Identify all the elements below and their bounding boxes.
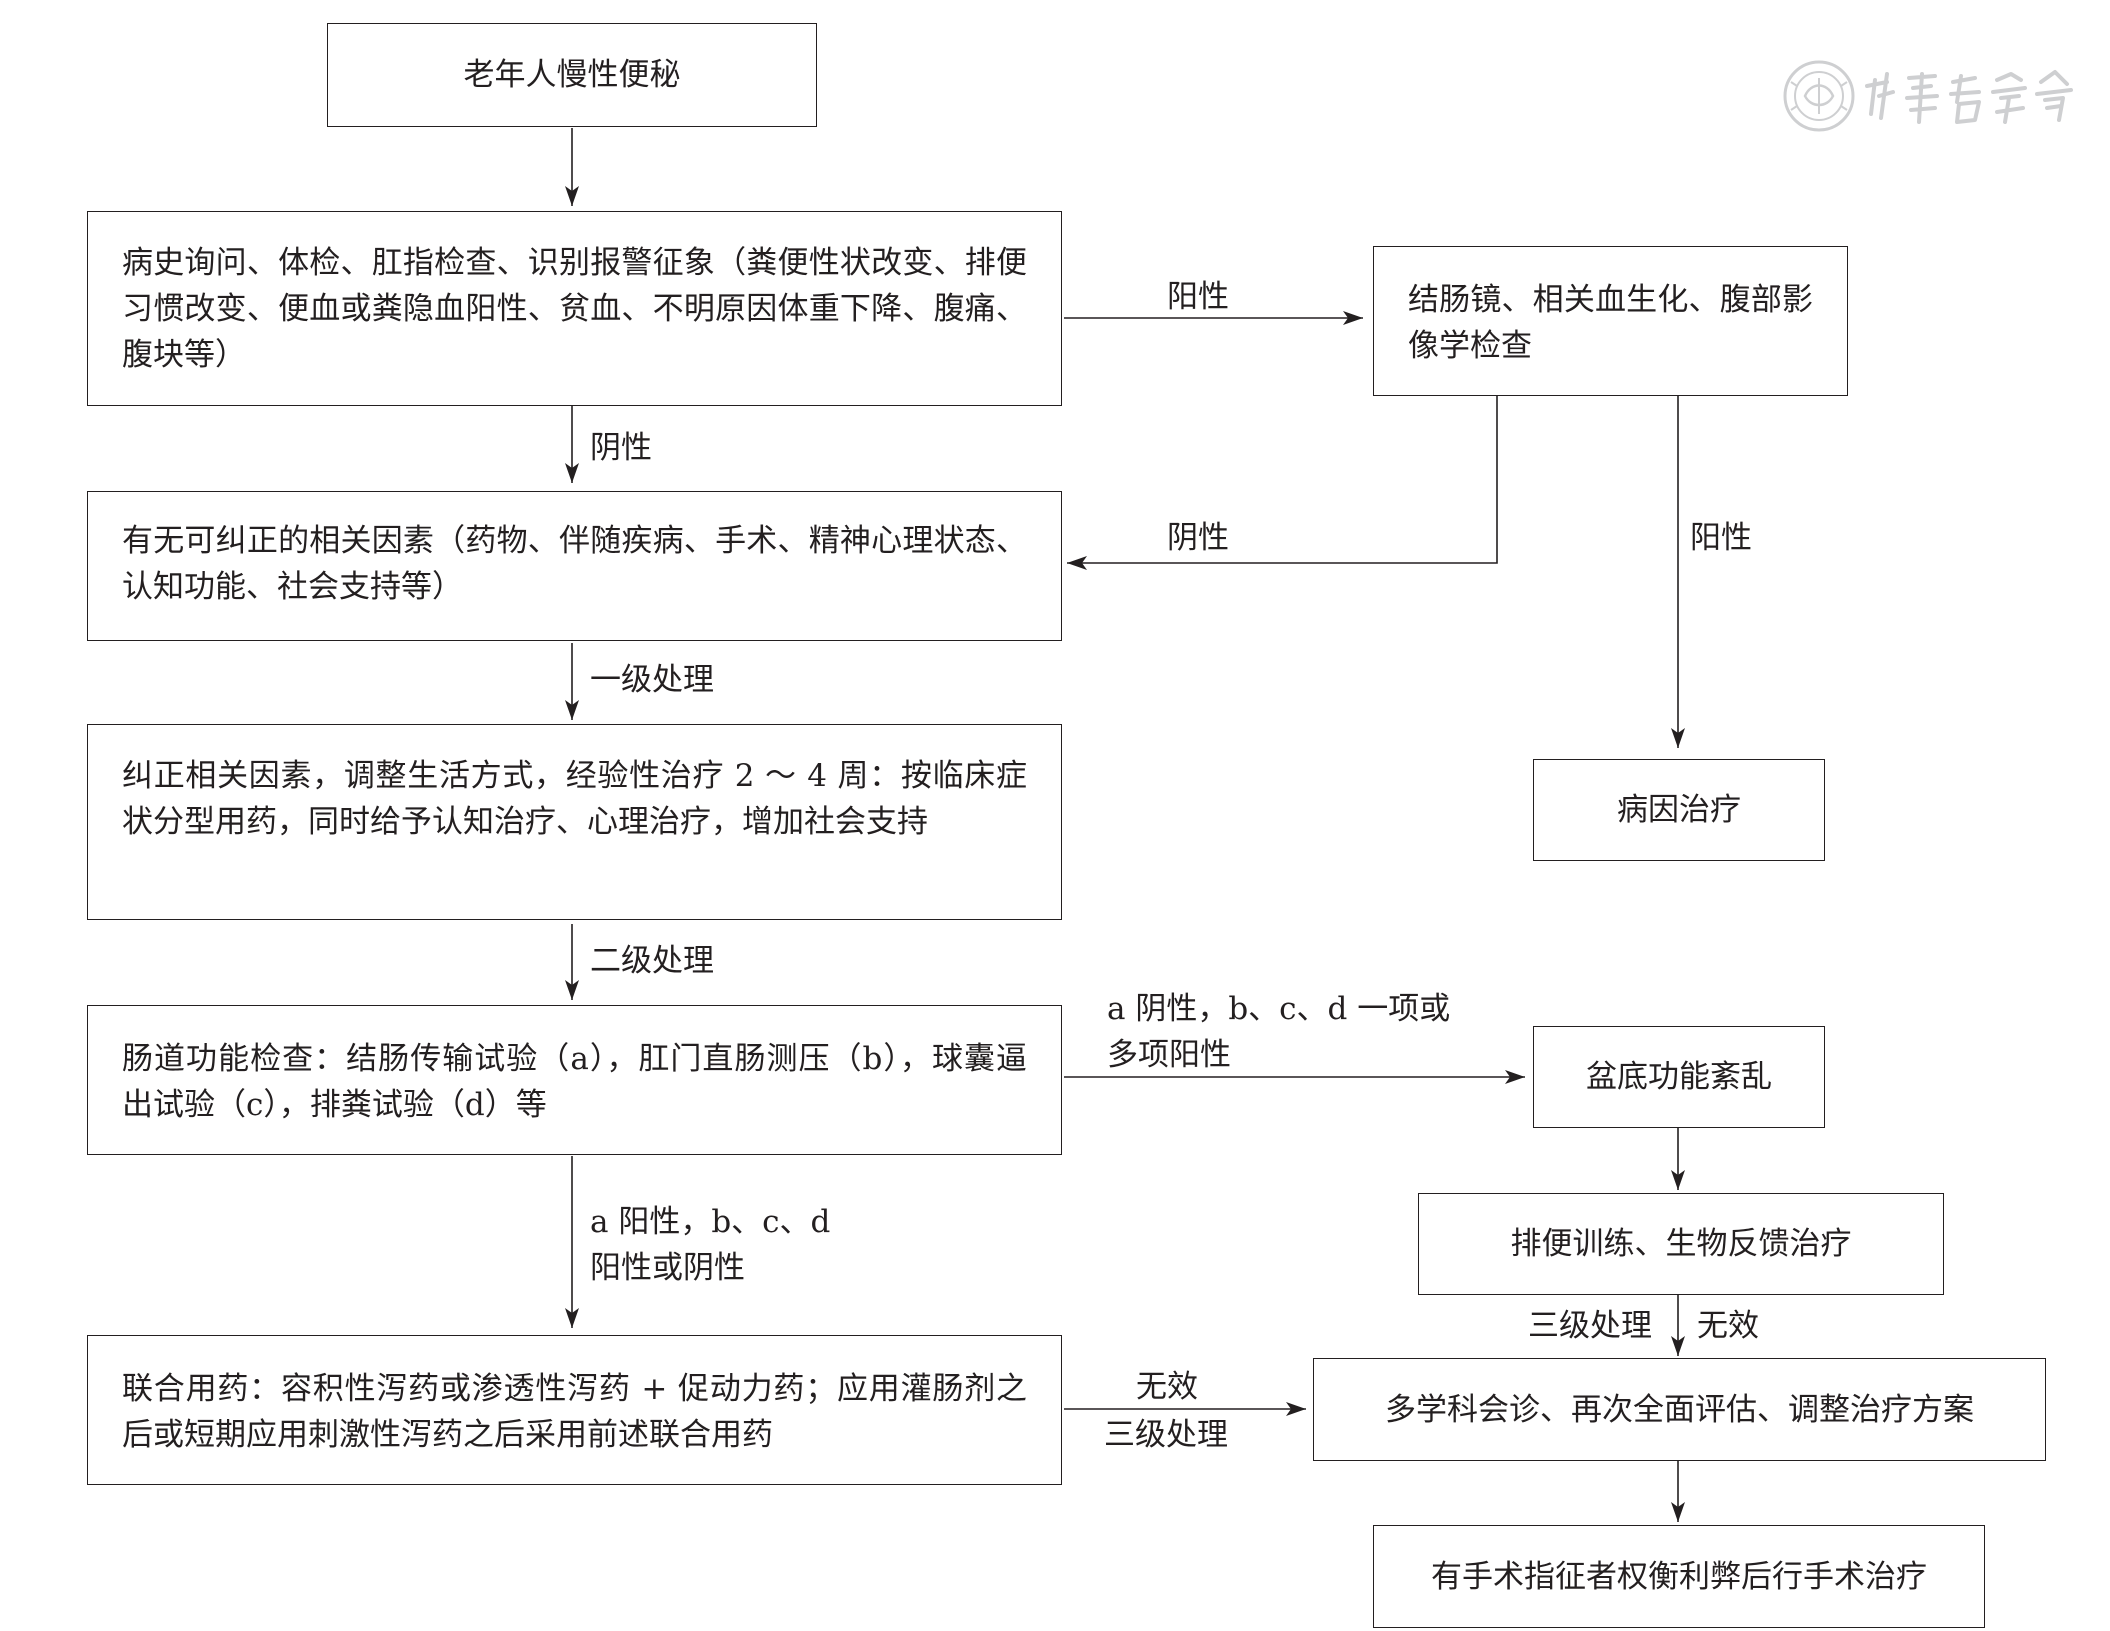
edge-label-pelvic-line2: 多项阳性 [1107, 1037, 1231, 1073]
edge-label-negative-2: 阴性 [1167, 520, 1229, 556]
node-training: 排便训练、生物反馈治疗 [1418, 1193, 1944, 1295]
node-mdt: 多学科会诊、再次全面评估、调整治疗方案 [1313, 1358, 2046, 1461]
edge-label-positive-2: 阳性 [1690, 520, 1752, 556]
node-etiology: 病因治疗 [1533, 759, 1825, 861]
edge-label-invalid-mid: 无效 [1136, 1369, 1198, 1405]
cma-watermark [1783, 60, 2073, 132]
arrow-exam-to-factors [1067, 396, 1498, 570]
edge-label-level-3-mid: 三级处理 [1104, 1417, 1228, 1453]
node-pelvic: 盆底功能紊乱 [1533, 1026, 1825, 1128]
node-exam: 结肠镜、相关血生化、腹部影像学检查 [1373, 246, 1848, 396]
edge-label-negative-1: 阴性 [590, 430, 652, 466]
node-history: 病史询问、体检、肛指检查、识别报警征象（粪便性状改变、排便习惯改变、便血或粪隐血… [87, 211, 1062, 406]
node-surgery: 有手术指征者权衡利弊后行手术治疗 [1373, 1525, 1985, 1628]
edge-label-level-1: 一级处理 [590, 662, 714, 698]
edge-label-combo-line1: a 阳性，b、c、d [590, 1204, 831, 1240]
cma-seal-icon [1783, 60, 1855, 132]
edge-label-invalid-right: 无效 [1697, 1308, 1759, 1344]
node-combo: 联合用药：容积性泻药或渗透性泻药 + 促动力药；应用灌肠剂之后或短期应用刺激性泻… [87, 1335, 1062, 1485]
node-start: 老年人慢性便秘 [327, 23, 817, 127]
node-correct: 纠正相关因素，调整生活方式，经验性治疗 2 ～ 4 周：按临床症状分型用药，同时… [87, 724, 1062, 920]
node-bowel: 肠道功能检查：结肠传输试验（a），肛门直肠测压（b），球囊逼出试验（c），排粪试… [87, 1005, 1062, 1155]
cma-wordmark [1865, 70, 2073, 124]
edge-label-level-3-left: 三级处理 [1528, 1308, 1652, 1344]
node-factors: 有无可纠正的相关因素（药物、伴随疾病、手术、精神心理状态、认知功能、社会支持等） [87, 491, 1062, 641]
edge-label-pelvic-line1: a 阴性，b、c、d 一项或 [1107, 991, 1451, 1027]
edge-label-level-2: 二级处理 [590, 943, 714, 979]
edge-label-positive-1: 阳性 [1167, 279, 1229, 315]
edge-label-combo-line2: 阳性或阴性 [590, 1250, 745, 1286]
